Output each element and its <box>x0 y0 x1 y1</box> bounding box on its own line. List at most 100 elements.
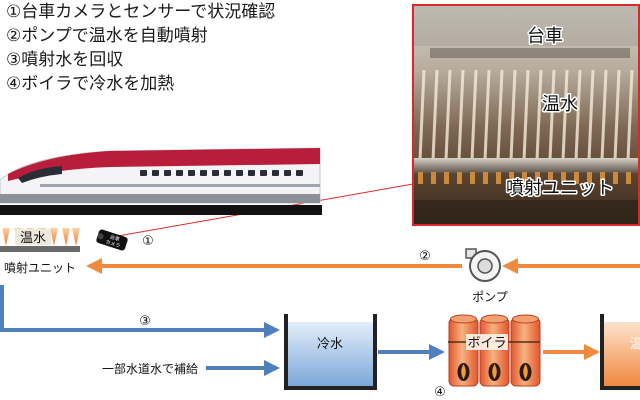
marker-1: ① <box>142 234 154 249</box>
boiler-label: ボイラ <box>467 336 506 351</box>
spray-unit-label: 噴射ユニット <box>4 260 76 275</box>
photo-nozzle <box>587 172 592 184</box>
train-roof-red <box>8 148 320 181</box>
photo-nozzle <box>509 172 514 184</box>
water-jet <box>535 69 543 161</box>
train-window <box>248 170 255 176</box>
train-stripe <box>40 184 320 187</box>
train-window <box>224 170 231 176</box>
water-jet <box>587 69 595 161</box>
hot-water-tank: 温 <box>600 314 640 390</box>
spray-nozzle <box>62 228 70 246</box>
photo-nozzle <box>613 172 618 184</box>
water-jet <box>613 69 621 161</box>
photo-nozzle <box>483 172 488 184</box>
train-window <box>200 170 207 176</box>
hot-tank-outline <box>600 314 640 390</box>
nozzle-photo <box>414 6 639 224</box>
boiler-cylinder-cap <box>481 314 508 324</box>
flame-icon <box>523 364 528 379</box>
camera-label-1: 台車 <box>109 233 121 243</box>
photo-label-hot-water: 温水 <box>542 94 578 115</box>
train-windows <box>140 170 303 176</box>
boiler-cylinders <box>448 314 541 387</box>
water-jet <box>509 69 517 161</box>
water-jet <box>548 69 556 161</box>
train-window <box>296 170 303 176</box>
supply-flow-arrowhead <box>264 360 280 376</box>
train-window <box>140 170 147 176</box>
hot-flow-arrowhead-left <box>86 258 102 274</box>
water-jet <box>574 69 582 161</box>
train <box>0 147 322 215</box>
spray-nozzle <box>2 228 10 246</box>
train-window <box>284 170 291 176</box>
water-jet <box>600 69 608 161</box>
photo-nozzle <box>431 172 436 184</box>
flame-icon <box>492 364 497 379</box>
return-flow-arrowhead <box>264 322 280 338</box>
marker-2: ② <box>419 249 431 264</box>
spray-unit-base <box>0 246 80 252</box>
step-4: ④ボイラで冷水を加熱 <box>6 74 175 94</box>
pump-icon <box>465 248 501 282</box>
photo-floor <box>414 200 639 224</box>
photo-nozzle <box>626 172 631 184</box>
photo-border <box>412 4 640 226</box>
train-skirt <box>0 194 320 203</box>
to-hot-tank-arrowhead <box>584 344 600 360</box>
water-jet <box>496 69 504 161</box>
boiler-label-box <box>466 334 508 350</box>
water-jet <box>483 69 491 161</box>
cold-water-tank: 冷水 <box>284 314 377 390</box>
step-3: ③噴射水を回収 <box>6 50 124 70</box>
photo-nozzle <box>496 172 501 184</box>
supply-label: 一部水道水で補給 <box>102 361 198 376</box>
camera-body <box>96 229 128 251</box>
photo-nozzle <box>561 172 566 184</box>
photo-nozzle <box>418 172 423 184</box>
water-jet <box>470 69 478 161</box>
hot-tank-label: 温 <box>630 337 640 352</box>
photo-nozzle <box>535 172 540 184</box>
train-window <box>188 170 195 176</box>
marker-3: ③ <box>139 314 151 329</box>
cold-tank-label: 冷水 <box>317 337 343 352</box>
pump-impeller <box>477 258 493 274</box>
water-jets <box>418 69 634 161</box>
photo-nozzle <box>600 172 605 184</box>
train-window <box>152 170 159 176</box>
photo-label-bogie: 台車 <box>527 26 563 47</box>
bogie-structure <box>414 6 639 46</box>
train-window <box>212 170 219 176</box>
flame-icon <box>461 364 466 379</box>
train-window <box>260 170 267 176</box>
pump-label: ポンプ <box>472 290 508 304</box>
photo-label-spray-unit: 噴射ユニット <box>506 178 614 199</box>
train-base <box>0 205 322 215</box>
water-jet <box>522 69 530 161</box>
bogie-camera: 台車 カメラ <box>96 229 128 251</box>
train-window <box>236 170 243 176</box>
water-jet <box>626 69 634 161</box>
train-cab-window <box>18 166 62 183</box>
spray-unit: 温水 <box>0 228 80 252</box>
spray-hot-water-box <box>15 229 51 245</box>
train-window <box>176 170 183 176</box>
to-boiler-arrowhead <box>429 344 445 360</box>
boiler-cylinder-cap <box>450 314 477 324</box>
cold-tank-outline <box>284 314 377 390</box>
photo-nozzle <box>522 172 527 184</box>
photo-nozzle <box>574 172 579 184</box>
water-jet <box>444 69 452 161</box>
photo-nozzle <box>444 172 449 184</box>
train-window <box>272 170 279 176</box>
train-window <box>164 170 171 176</box>
cold-water-fill <box>288 322 373 386</box>
water-jet <box>457 69 465 161</box>
spray-pipe <box>414 158 639 173</box>
bogie-beam <box>430 48 630 58</box>
boiler: ボイラ <box>448 314 541 387</box>
spray-nozzle <box>50 228 58 246</box>
